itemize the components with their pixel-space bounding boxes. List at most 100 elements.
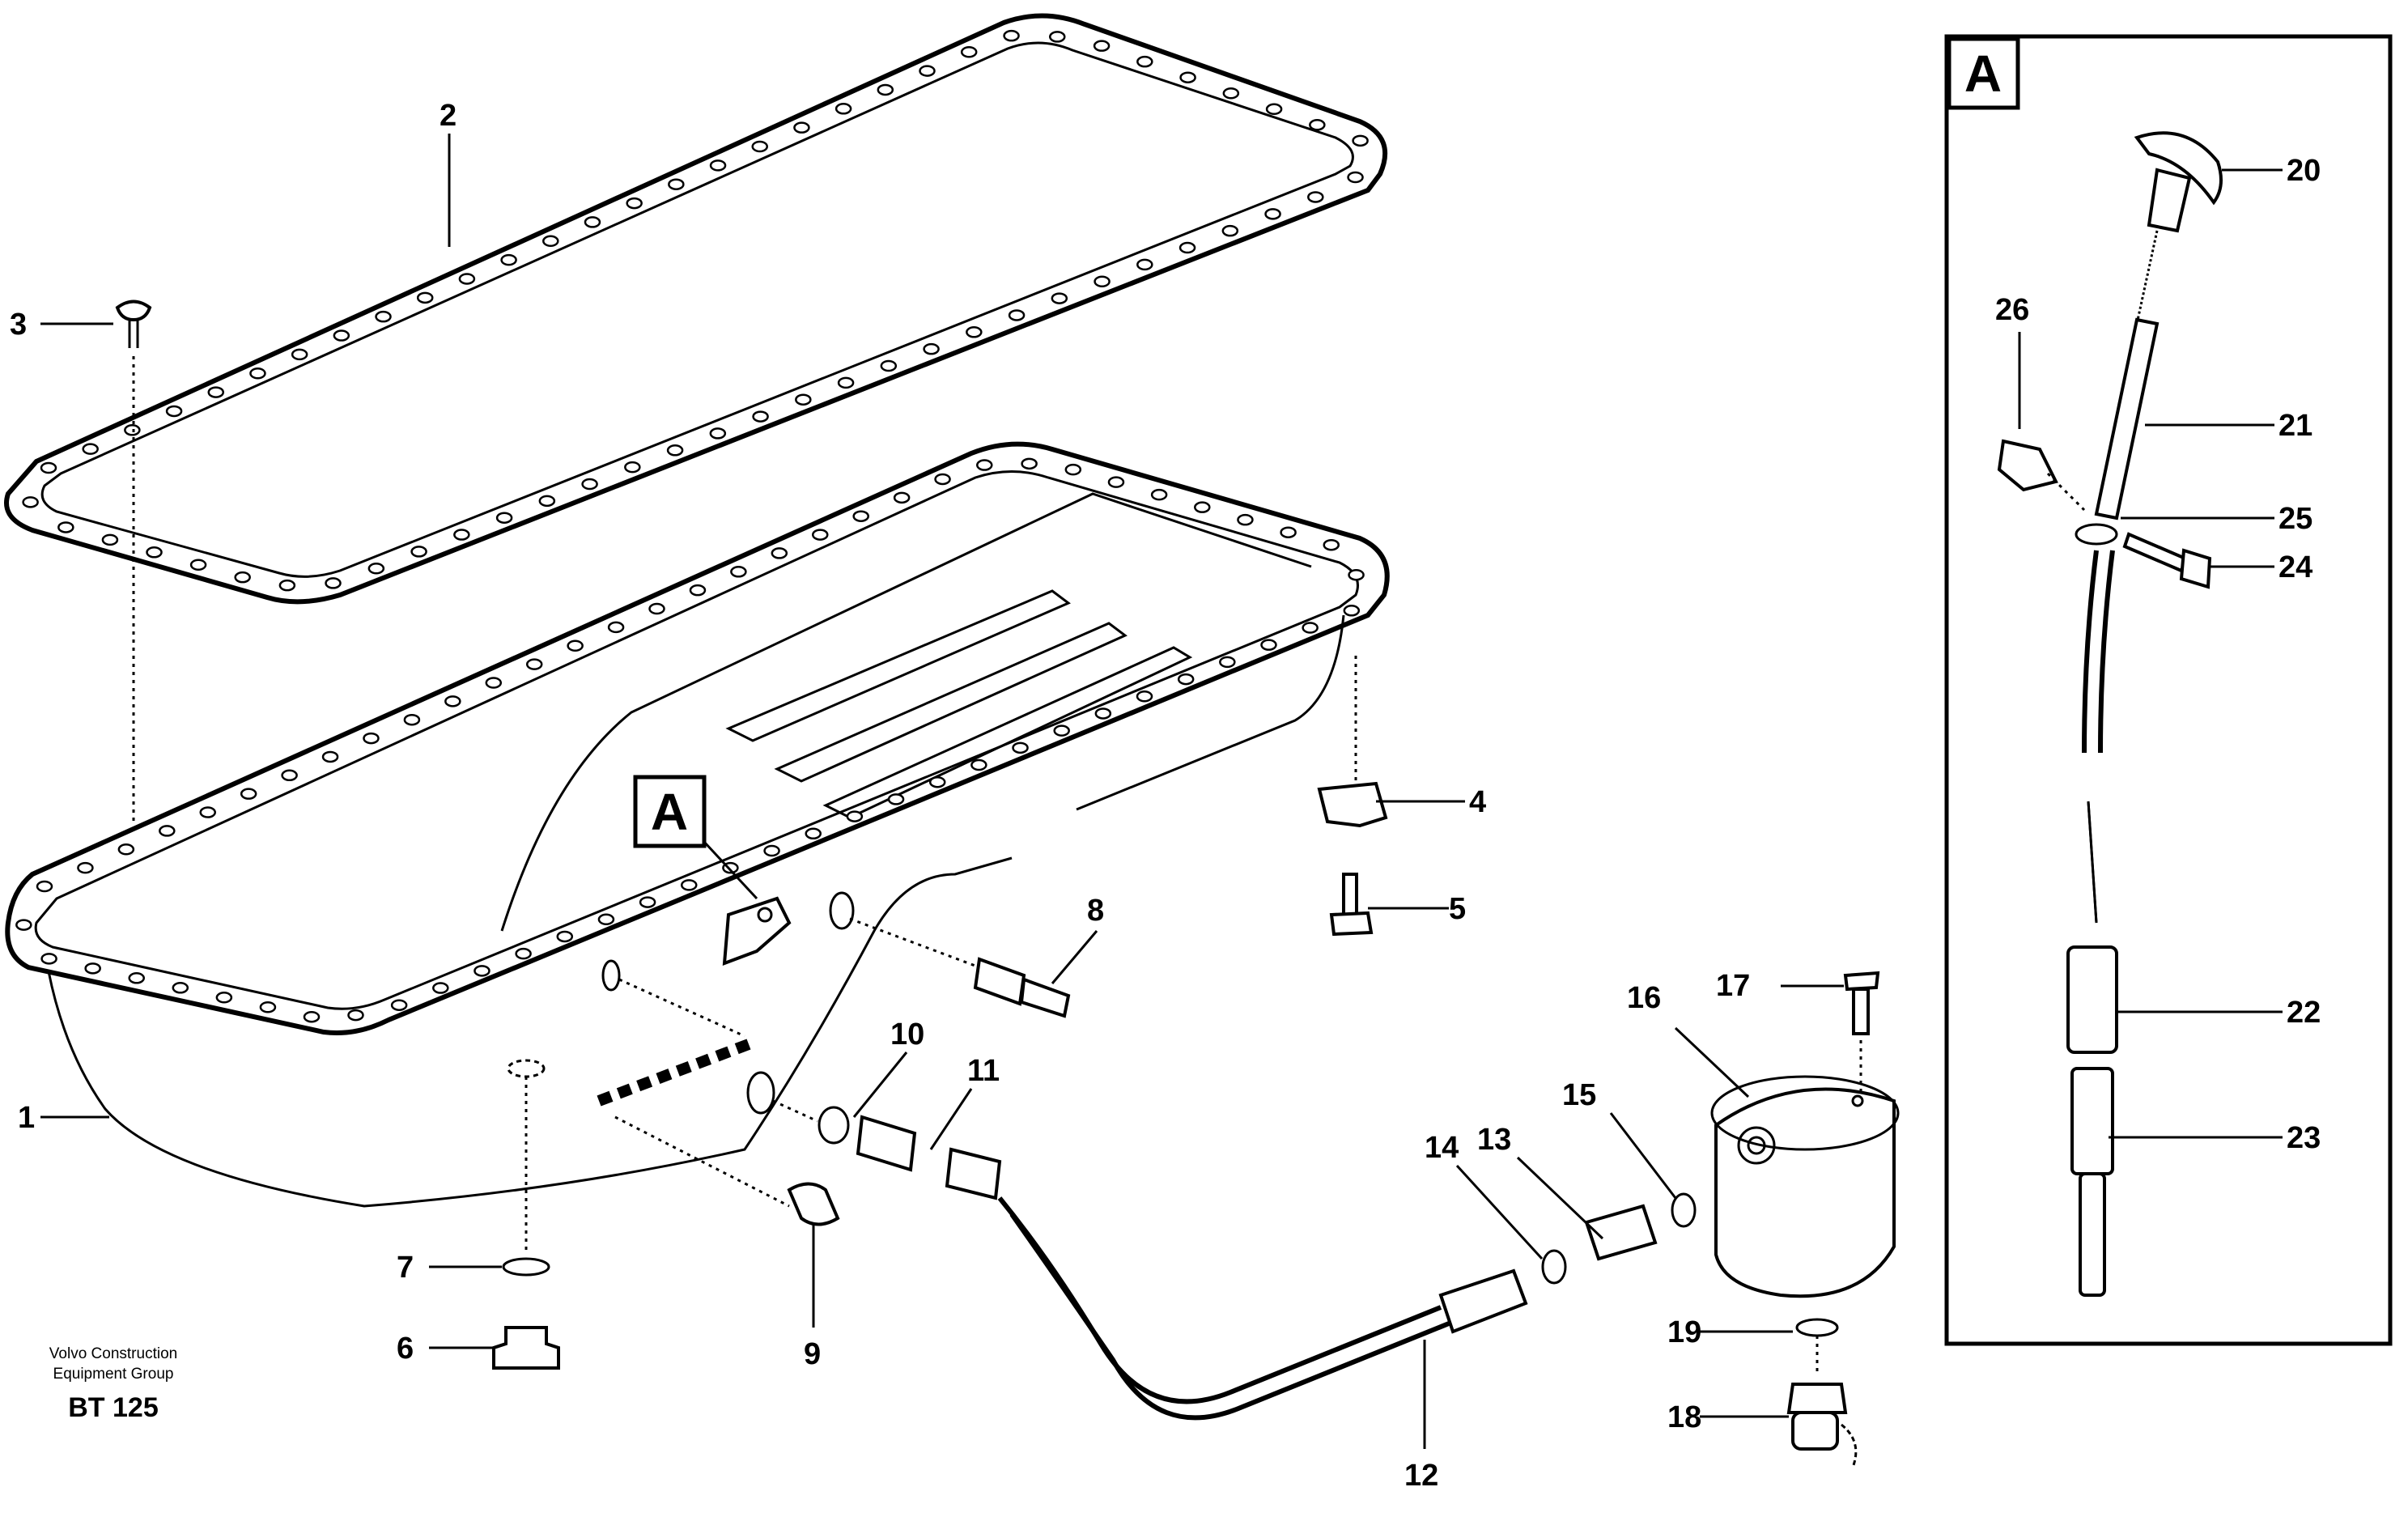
oil-pan <box>5 441 1390 1208</box>
bolt-hole <box>1150 488 1168 501</box>
bolt-hole <box>709 159 727 172</box>
bolt-hole <box>1347 171 1364 184</box>
callout-19: 19 <box>1667 1315 1701 1349</box>
credit-line-2: Equipment Group <box>53 1366 174 1383</box>
bolt-hole <box>835 103 852 115</box>
bolt-hole <box>880 359 898 372</box>
callout-8: 8 <box>1087 894 1104 928</box>
bolt-hole <box>626 197 643 210</box>
bolt-hole <box>1094 707 1112 720</box>
bolt-hole <box>367 563 385 575</box>
bolt-hole <box>57 521 74 533</box>
bolt-hole <box>928 775 946 788</box>
bolt-hole <box>1219 656 1236 669</box>
callout-6: 6 <box>397 1332 414 1366</box>
oil-filter-housing <box>1710 1075 1900 1298</box>
bolt-hole <box>77 861 94 874</box>
callout-1: 1 <box>18 1101 35 1135</box>
callout-7: 7 <box>397 1251 414 1285</box>
bolt-hole <box>1302 622 1319 634</box>
oil-hose <box>997 1196 1528 1421</box>
bolt-hole <box>887 793 905 805</box>
bolt-hole <box>852 510 869 522</box>
callout-21: 21 <box>2278 409 2312 443</box>
bolt-hole <box>1179 71 1196 83</box>
bolt-hole <box>128 972 145 984</box>
bolt-hole <box>15 919 32 931</box>
bolt-hole <box>1343 605 1361 617</box>
bolt-hole <box>515 947 532 960</box>
callout-9: 9 <box>804 1337 821 1371</box>
bolt-hole <box>607 621 625 634</box>
bolt-hole <box>1237 513 1254 526</box>
callout-18: 18 <box>1667 1400 1701 1434</box>
bolt-hole <box>410 546 427 558</box>
callout-2: 2 <box>440 99 457 133</box>
bolt-hole <box>500 253 517 266</box>
bolt-hole <box>1177 673 1195 686</box>
clip-nut-and-bolt <box>1317 656 1388 937</box>
bolt-hole <box>1179 241 1196 254</box>
bolt-hole <box>1221 224 1239 237</box>
callout-25: 25 <box>2278 502 2312 536</box>
callout-13: 13 <box>1477 1123 1511 1157</box>
detail-a-panel: A <box>1944 34 2393 1346</box>
leader-lines <box>40 134 2283 1449</box>
bolt-hole <box>666 444 684 457</box>
bolt-hole <box>689 584 707 597</box>
bolt-hole <box>485 677 503 689</box>
bolt-hole <box>1107 476 1125 488</box>
bolt-hole <box>556 930 574 943</box>
bolt-hole <box>303 1010 321 1023</box>
bolt-hole <box>325 577 342 589</box>
gasket-bolt-holes <box>22 29 1369 592</box>
callout-24: 24 <box>2278 550 2312 584</box>
detail-a-marker-label: A <box>651 783 688 841</box>
bolt-hole <box>1352 134 1369 147</box>
bolt-hole <box>215 992 233 1004</box>
bolt-hole <box>347 1009 364 1022</box>
bolt-hole <box>597 913 615 926</box>
bolt-hole <box>458 273 476 285</box>
bolt-hole <box>1323 538 1340 551</box>
bolt-hole <box>639 896 656 908</box>
bolt-hole <box>333 329 350 342</box>
bolt-hole <box>36 880 53 893</box>
bolt-hole <box>812 529 829 541</box>
bolt-hole <box>795 393 812 406</box>
bolt-hole <box>1049 31 1066 43</box>
callout-26: 26 <box>1995 293 2029 327</box>
bolt-hole <box>416 291 434 304</box>
figure-credit: Volvo Construction Equipment Group BT 12… <box>49 1345 177 1423</box>
bolt-hole <box>40 953 57 965</box>
bolt-hole <box>877 83 894 96</box>
bolt-hole <box>1003 29 1020 42</box>
callout-10: 10 <box>890 1018 924 1052</box>
bolt-hole <box>893 491 911 504</box>
bolt-hole <box>1136 55 1153 68</box>
bolt-hole <box>805 827 822 840</box>
bolt-hole <box>1222 87 1240 100</box>
bolt-hole <box>375 310 392 323</box>
bolt-hole <box>1093 40 1111 52</box>
bolt-hole <box>165 405 183 418</box>
bolt-hole <box>567 639 584 652</box>
callout-12: 12 <box>1404 1459 1438 1493</box>
callout-numbers: 1 2 3 4 5 6 7 8 9 10 11 12 13 14 15 16 1… <box>10 99 2321 1493</box>
bolt-hole <box>249 367 266 380</box>
drain-plug-assembly <box>492 1059 560 1370</box>
bolt-hole <box>1260 639 1277 651</box>
bolt-hole <box>281 769 298 782</box>
bolt-hole <box>101 533 119 546</box>
bolt-hole <box>1136 258 1153 271</box>
bolt-hole <box>771 547 788 559</box>
bolt-hole <box>681 879 698 891</box>
bolt-hole <box>453 529 470 541</box>
bolt-hole <box>1307 191 1324 203</box>
bolt-hole <box>648 602 665 615</box>
bolt-hole <box>234 571 251 584</box>
bolt-hole <box>189 559 207 571</box>
bolt-hole <box>1064 463 1082 476</box>
callout-23: 23 <box>2287 1121 2321 1155</box>
